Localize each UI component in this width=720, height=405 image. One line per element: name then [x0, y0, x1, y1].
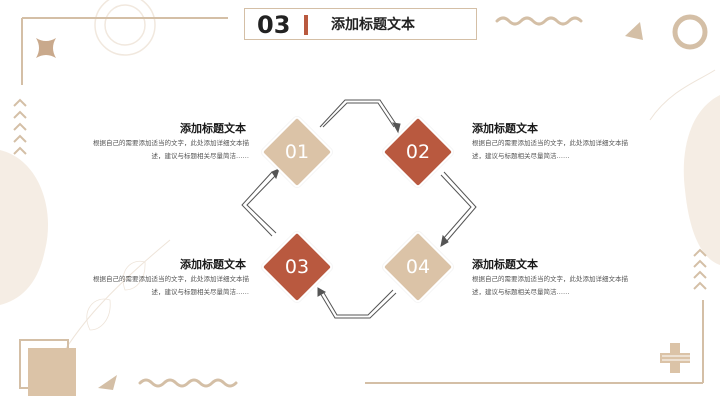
step-02-title: 添加标题文本 — [472, 122, 538, 135]
triangle-bottom-icon — [98, 375, 117, 390]
right-blob — [683, 95, 720, 265]
step-02-body: 根据自己的需要添加适当的文字，此处添加详细文本描述，建议与标题相关尽量简洁…… — [472, 139, 628, 160]
step-03-label: 03 — [284, 256, 310, 278]
wave-top — [495, 16, 583, 26]
wave-bottom — [138, 378, 238, 388]
step-04-label: 04 — [405, 256, 431, 278]
plus-icon — [660, 343, 690, 373]
header-divider — [304, 15, 308, 35]
step-02-label: 02 — [405, 141, 431, 163]
chevron-stack-right — [693, 248, 707, 290]
section-title: 添加标题文本 — [331, 17, 415, 33]
step-03-title: 添加标题文本 — [180, 258, 246, 271]
left-blob — [0, 150, 48, 305]
step-03-body: 根据自己的需要添加适当的文字，此处添加详细文本描述，建议与标题相关尽量简洁…… — [93, 275, 249, 296]
step-04-title: 添加标题文本 — [472, 258, 538, 271]
square-filled — [28, 348, 76, 396]
section-header: 03 添加标题文本 — [244, 8, 477, 40]
ring-icon — [672, 14, 708, 50]
chevron-stack-left — [13, 98, 27, 155]
step-04-body: 根据自己的需要添加适当的文字，此处添加详细文本描述，建议与标题相关尽量简洁…… — [472, 275, 628, 296]
step-01-body: 根据自己的需要添加适当的文字，此处添加详细文本描述，建议与标题相关尽量简洁…… — [93, 139, 249, 160]
section-number: 03 — [257, 11, 291, 39]
star-shape-icon — [36, 38, 56, 58]
step-01-title: 添加标题文本 — [180, 122, 246, 135]
step-01-label: 01 — [284, 141, 310, 163]
flow-connectors — [241, 99, 477, 319]
triangle-top-icon — [625, 22, 643, 40]
